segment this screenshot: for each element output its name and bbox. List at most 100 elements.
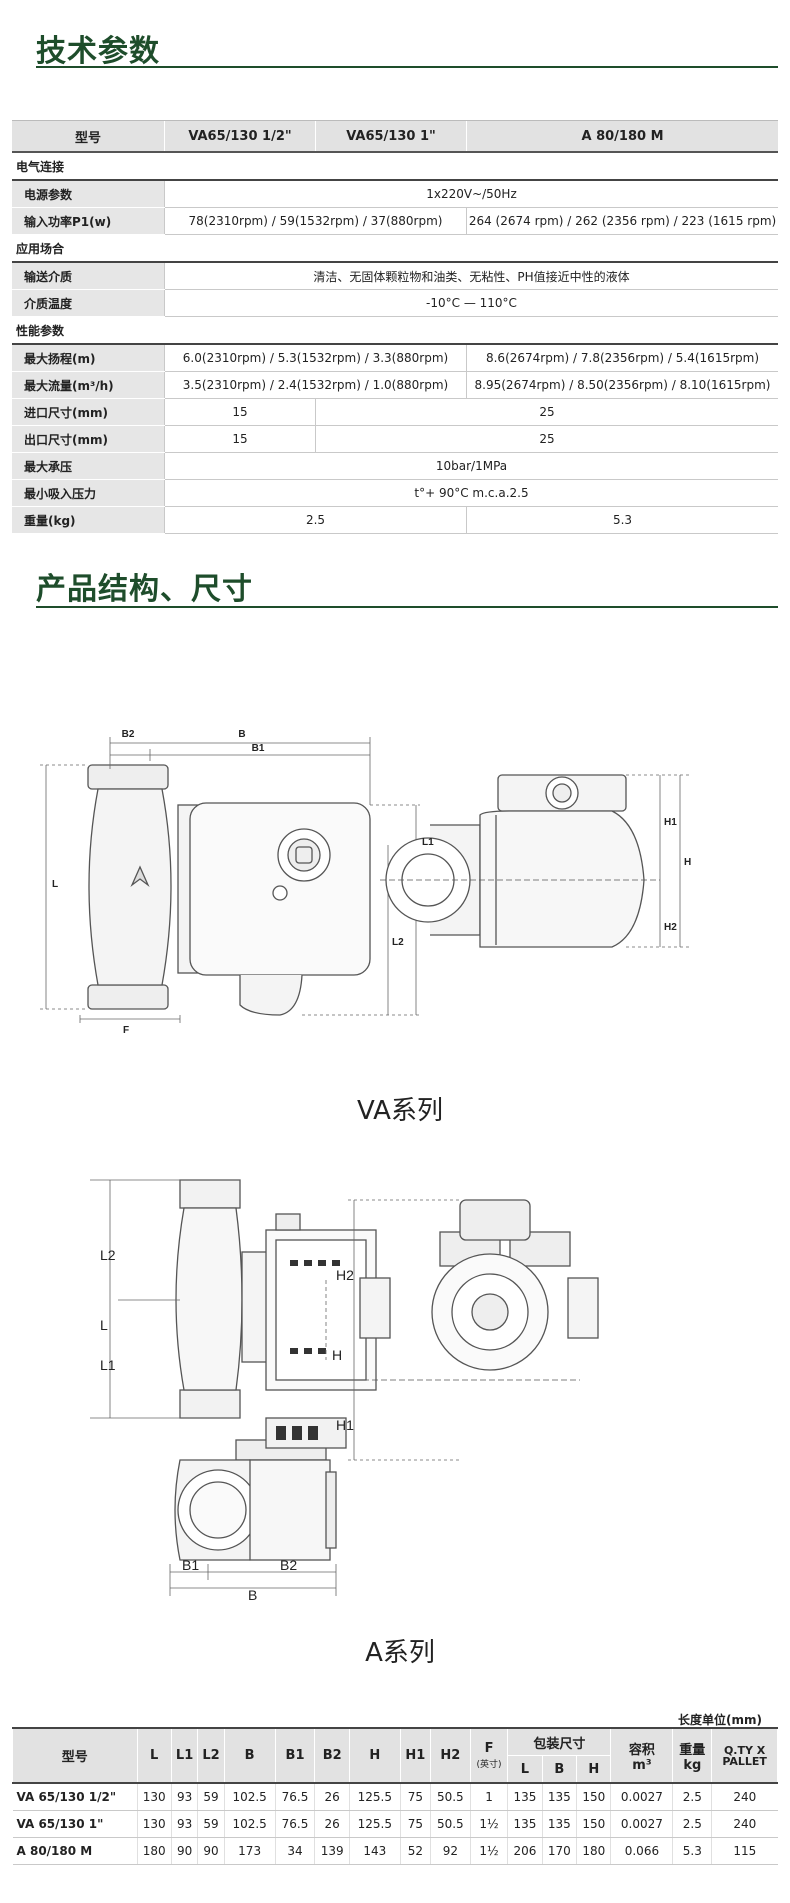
dim-cell-f: 1 (469, 1782, 508, 1811)
dim-cell-l1: 90 (170, 1837, 198, 1865)
spec-header-va-one: VA65/130 1" (315, 120, 467, 153)
row-label-max-flow: 最大流量(m³/h) (12, 371, 165, 399)
dim-col-pack-b: B (541, 1755, 578, 1784)
va-dim-h: H (684, 857, 691, 868)
dim-cell-f: 1½ (469, 1837, 508, 1865)
row-label-max-pressure: 最大承压 (12, 452, 165, 480)
dim-cell-qty: 115 (711, 1837, 778, 1865)
row-value-max-flow-a: 8.95(2674rpm) / 8.50(2356rpm) / 8.10(161… (466, 371, 778, 399)
dim-col-f: F (英寸) (469, 1727, 509, 1784)
spec-header-model: 型号 (12, 120, 165, 153)
dim-col-f-unit: (英寸) (476, 1759, 502, 1770)
dim-col-weight-label: 重量 (679, 1742, 706, 1758)
va-side-view (87, 764, 371, 1016)
row-label-outlet: 出口尺寸(mm) (12, 425, 165, 453)
row-label-power-supply: 电源参数 (12, 180, 165, 208)
dim-cell-kg: 2.5 (672, 1782, 712, 1811)
spec-header-va-half: VA65/130 1/2" (164, 120, 316, 153)
a-dim-l1: L1 (100, 1357, 116, 1373)
dim-cell-b: 102.5 (223, 1810, 276, 1838)
va-dim-b2: B2 (122, 729, 135, 740)
dim-cell-h: 125.5 (348, 1810, 401, 1838)
a-end-dimensions (348, 1199, 460, 1461)
dim-col-b1: B1 (274, 1727, 316, 1784)
dim-col-pack: 包装尺寸 (507, 1727, 612, 1756)
dim-cell-b: 173 (223, 1837, 276, 1865)
row-value-outlet-2: 25 (315, 425, 778, 453)
dim-cell-pl: 135 (507, 1782, 543, 1811)
va-dim-h1: H1 (664, 817, 677, 828)
va-dim-l2: L2 (392, 937, 404, 948)
a-dim-b: B (248, 1587, 257, 1600)
dim-cell-vol: 0.0027 (610, 1810, 673, 1838)
specs-title-rule (36, 66, 778, 68)
va-dim-l1: L1 (422, 837, 434, 848)
row-value-inlet-2: 25 (315, 398, 778, 426)
dim-cell-ph: 150 (576, 1782, 611, 1811)
row-label-medium: 输送介质 (12, 262, 165, 290)
dim-cell-kg: 5.3 (672, 1837, 712, 1865)
dim-cell-l: 130 (136, 1782, 172, 1811)
row-value-weight-va: 2.5 (164, 506, 467, 534)
va-dim-b1: B1 (252, 743, 265, 754)
group-electric: 电气连接 (12, 152, 778, 181)
row-value-power-supply: 1x220V~/50Hz (164, 180, 778, 208)
row-label-medium-temp: 介质温度 (12, 289, 165, 317)
dim-cell-h1: 75 (399, 1782, 431, 1811)
spec-table: 型号 VA65/130 1/2" VA65/130 1" A 80/180 M … (12, 120, 778, 534)
dim-cell-pb: 170 (541, 1837, 577, 1865)
dim-cell-l2: 59 (197, 1782, 225, 1811)
va-dim-f: F (123, 1025, 129, 1035)
dim-cell-model: A 80/180 M (12, 1837, 137, 1865)
dim-col-qty-unit: PALLET (722, 1754, 767, 1768)
dim-cell-model: VA 65/130 1/2" (12, 1782, 137, 1811)
dim-col-h2: H2 (429, 1727, 471, 1784)
a-top-dimensions (169, 1564, 337, 1596)
dim-cell-pb: 135 (541, 1810, 577, 1838)
dim-col-f-label: F (484, 1740, 494, 1756)
dim-cell-model: VA 65/130 1" (12, 1810, 137, 1838)
row-value-input-power-va: 78(2310rpm) / 59(1532rpm) / 37(880rpm) (164, 207, 467, 235)
dim-cell-ph: 180 (576, 1837, 611, 1865)
dim-cell-b2: 26 (314, 1782, 350, 1811)
dim-cell-l2: 59 (197, 1810, 225, 1838)
a-series-caption: A系列 (365, 1638, 435, 1668)
dim-col-model: 型号 (12, 1727, 138, 1784)
dim-col-pack-l: L (507, 1755, 543, 1784)
dim-cell-f: 1½ (469, 1810, 508, 1838)
dim-cell-b: 102.5 (223, 1782, 276, 1811)
dimension-table: 型号 L L1 L2 B B1 B2 H H1 H2 F(英寸) 包装尺寸 容积… (12, 1727, 778, 1865)
dim-cell-l1: 93 (170, 1782, 198, 1811)
row-value-max-head-a: 8.6(2674rpm) / 7.8(2356rpm) / 5.4(1615rp… (466, 344, 778, 372)
row-value-medium: 清洁、无固体颗粒物和油类、无粘性、PH值接近中性的液体 (164, 262, 778, 290)
dim-col-pack-h: H (576, 1755, 612, 1784)
dim-cell-l1: 93 (170, 1810, 198, 1838)
unit-note: 长度单位(mm) (678, 1713, 762, 1727)
dim-col-volume-unit: m³ (632, 1757, 652, 1773)
va-end-dimensions (626, 774, 690, 948)
dim-cell-h2: 92 (429, 1837, 471, 1865)
dim-cell-h1: 75 (399, 1810, 431, 1838)
dim-col-l2: L2 (197, 1727, 225, 1784)
a-series-drawing: L L2 L1 H2 H H1 B1 B2 B (90, 1179, 599, 1600)
row-value-input-power-a: 264 (2674 rpm) / 262 (2356 rpm) / 223 (1… (466, 207, 778, 235)
a-front-view (175, 1179, 377, 1419)
dim-cell-h1: 52 (399, 1837, 431, 1865)
spec-header-row: 型号 VA65/130 1/2" VA65/130 1" A 80/180 M (12, 120, 778, 153)
a-dim-h: H (332, 1347, 342, 1363)
row-value-outlet-1: 15 (164, 425, 316, 453)
dim-cell-l: 130 (136, 1810, 172, 1838)
dim-cell-b2: 139 (314, 1837, 350, 1865)
dim-cell-h2: 50.5 (429, 1782, 471, 1811)
a-top-view (174, 1417, 347, 1561)
row-value-inlet-1: 15 (164, 398, 316, 426)
dim-cell-qty: 240 (711, 1810, 778, 1838)
a-dim-l: L (100, 1317, 108, 1333)
va-series-caption: VA系列 (357, 1096, 443, 1126)
dim-cell-vol: 0.0027 (610, 1782, 673, 1811)
